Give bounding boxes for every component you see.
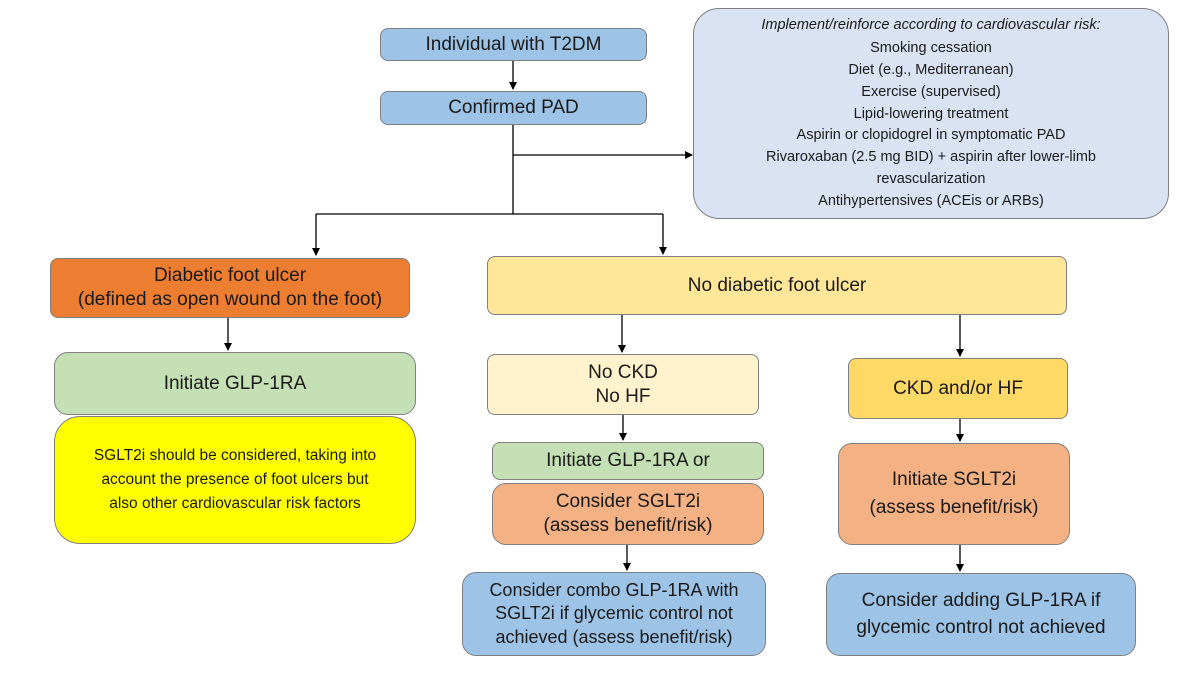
rec-item: Antihypertensives (ACEis or ARBs): [818, 192, 1044, 209]
initiate-glp1-left-text: Initiate GLP-1RA: [163, 372, 307, 394]
combo-line3: achieved (assess benefit/risk): [495, 626, 733, 647]
rec-item: Lipid-lowering treatment: [853, 105, 1009, 122]
rec-item: Rivaroxaban (2.5 mg BID) + aspirin after…: [766, 149, 1096, 166]
recommendations-title: Implement/reinforce according to cardiov…: [761, 16, 1101, 33]
sglt2-consider-line2: account the presence of foot ulcers but: [101, 470, 369, 488]
rec-item: revascularization: [876, 170, 986, 187]
node-confirmed-pad-text: Confirmed PAD: [448, 97, 579, 119]
node-sglt2-consider: SGLT2i should be considered, taking into…: [54, 416, 416, 544]
sglt2-consider-line3: also other cardiovascular risk factors: [109, 495, 361, 512]
rec-item: Exercise (supervised): [861, 83, 1001, 100]
rec-item: Diet (e.g., Mediterranean): [848, 62, 1014, 79]
node-consider-adding-glp1: Consider adding GLP-1RA if glycemic cont…: [826, 573, 1136, 656]
node-confirmed-pad: Confirmed PAD: [380, 91, 647, 125]
dfu-line2: (defined as open wound on the foot): [77, 289, 383, 310]
node-consider-sglt2: Consider SGLT2i (assess benefit/risk): [492, 483, 764, 545]
node-initiate-sglt2: Initiate SGLT2i (assess benefit/risk): [838, 443, 1070, 545]
node-ckd-and-or-hf: CKD and/or HF: [848, 358, 1068, 419]
combo-line1: Consider combo GLP-1RA with: [489, 579, 739, 600]
dfu-line1: Diabetic foot ulcer: [153, 265, 307, 287]
combo-line2: SGLT2i if glycemic control not: [495, 603, 733, 624]
consider-sglt2-line1: Consider SGLT2i: [555, 491, 701, 513]
node-no-diabetic-foot-ulcer: No diabetic foot ulcer: [487, 256, 1067, 315]
initiate-glp1-or-text: Initiate GLP-1RA or: [546, 450, 710, 472]
node-consider-combo: Consider combo GLP-1RA with SGLT2i if gl…: [462, 572, 766, 656]
node-no-ckd-no-hf: No CKD No HF: [487, 354, 759, 415]
rec-item: Smoking cessation: [870, 40, 992, 57]
ckd-hf-text: CKD and/or HF: [893, 377, 1023, 399]
node-individual-t2dm: Individual with T2DM: [380, 28, 647, 61]
node-initiate-glp1-or: Initiate GLP-1RA or: [492, 442, 764, 480]
add-glp1-line1: Consider adding GLP-1RA if: [861, 589, 1101, 611]
rec-item: Aspirin or clopidogrel in symptomatic PA…: [796, 127, 1066, 144]
node-recommendations: Implement/reinforce according to cardiov…: [693, 8, 1169, 219]
node-individual-text: Individual with T2DM: [425, 33, 602, 55]
no-dfu-text: No diabetic foot ulcer: [687, 274, 867, 296]
node-initiate-glp1-left: Initiate GLP-1RA: [54, 352, 416, 415]
initiate-sglt2-line1: Initiate SGLT2i: [891, 469, 1017, 491]
no-ckd-line1: No CKD: [588, 361, 658, 383]
add-glp1-line2: glycemic control not achieved: [856, 616, 1106, 638]
sglt2-consider-line1: SGLT2i should be considered, taking into: [93, 446, 377, 464]
consider-sglt2-line2: (assess benefit/risk): [543, 515, 713, 536]
initiate-sglt2-line2: (assess benefit/risk): [869, 497, 1039, 518]
no-ckd-line2: No HF: [595, 385, 651, 407]
node-diabetic-foot-ulcer: Diabetic foot ulcer (defined as open wou…: [50, 258, 410, 318]
